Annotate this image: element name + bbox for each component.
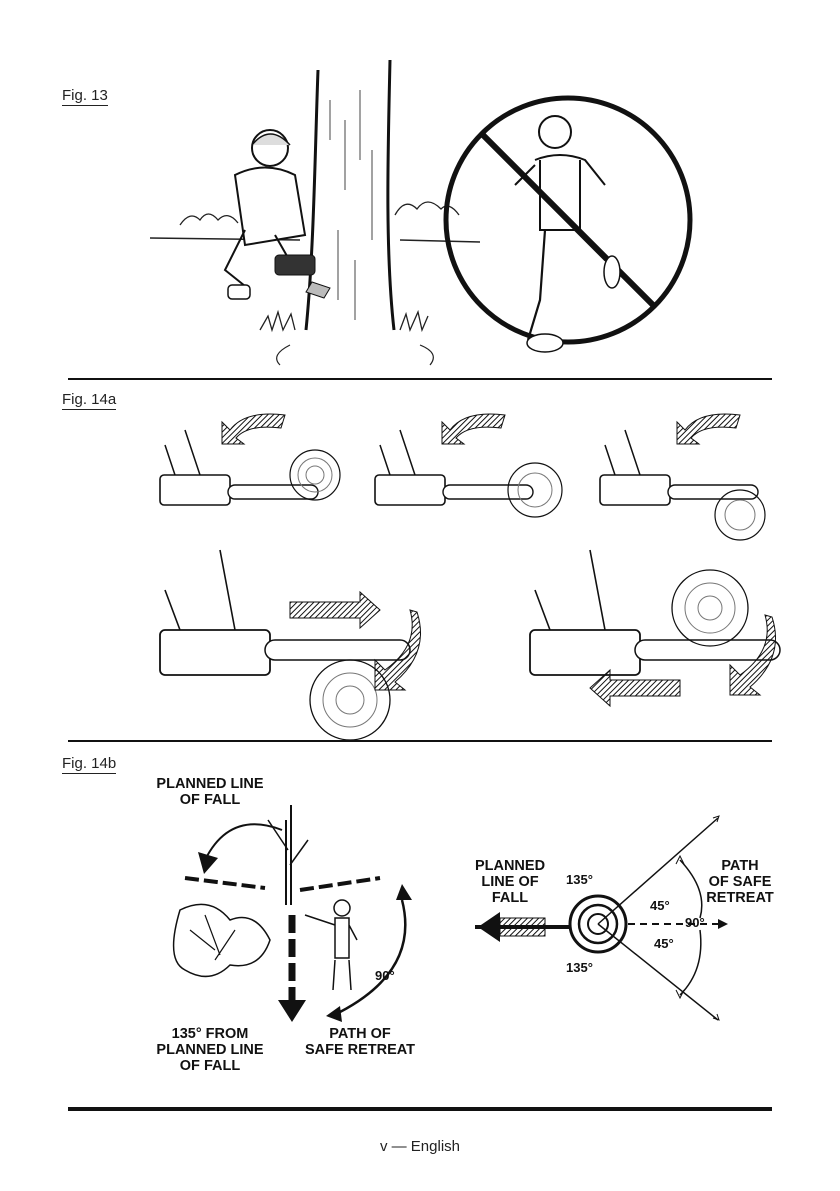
path-of-safe-retreat-right-caption: PATH OF SAFE RETREAT — [690, 858, 790, 906]
divider-2 — [68, 740, 772, 742]
fig-14b-label: Fig. 14b — [62, 756, 116, 774]
caption-line: PLANNED LINE — [140, 1042, 280, 1058]
caption-line: 135° FROM — [140, 1026, 280, 1042]
fig-14b-right-diagram — [0, 800, 840, 1020]
from-planned-line-caption: 135° FROM PLANNED LINE OF FALL — [140, 1026, 280, 1074]
planned-line-of-fall-right-caption: PLANNED LINE OF FALL — [460, 858, 560, 906]
path-of-safe-retreat-left-caption: PATH OF SAFE RETREAT — [290, 1026, 430, 1058]
fig-13-illustration — [0, 0, 840, 380]
fig-14a-illustration — [0, 380, 840, 740]
caption-line: PATH OF — [290, 1026, 430, 1042]
saw-3 — [600, 414, 765, 540]
caption-line: OF FALL — [140, 1058, 280, 1074]
caption-line: RETREAT — [690, 890, 790, 906]
caption-line: FALL — [460, 890, 560, 906]
caption-line: LINE OF — [460, 874, 560, 890]
angle-45-bottom: 45° — [654, 936, 674, 951]
angle-135-top: 135° — [566, 872, 593, 887]
angle-90-right: 90° — [685, 915, 705, 930]
page-footer: v — English — [320, 1138, 520, 1155]
saw-5 — [530, 550, 780, 706]
angle-45-top: 45° — [650, 898, 670, 913]
saw-1 — [160, 414, 340, 505]
angle-135-bottom: 135° — [566, 960, 593, 975]
divider-3 — [68, 1107, 772, 1111]
saw-4 — [160, 550, 421, 740]
caption-line: SAFE RETREAT — [290, 1042, 430, 1058]
caption-line: PATH — [690, 858, 790, 874]
caption-line: OF SAFE — [690, 874, 790, 890]
saw-2 — [375, 414, 562, 517]
caption-line: PLANNED — [460, 858, 560, 874]
